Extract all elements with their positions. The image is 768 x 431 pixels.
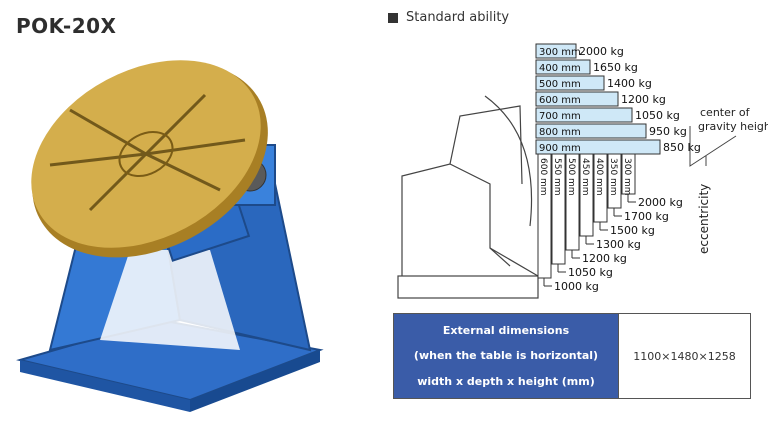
- ecc-value: 300 mm: [622, 158, 632, 196]
- ecc-column: 550 mm 1050 kg: [551, 153, 613, 279]
- height-row: 700 mm 1050 kg: [535, 107, 680, 123]
- ecc-load: 1200 kg: [582, 252, 627, 265]
- height-row: 400 mm 1650 kg: [535, 59, 638, 75]
- height-box: [535, 123, 647, 139]
- section-title: Standard ability: [406, 10, 510, 25]
- external-dimensions-table: External dimensions (when the table is h…: [393, 313, 751, 399]
- height-box: [535, 75, 605, 91]
- dimensions-label-line-3: width x depth x height (mm): [417, 374, 595, 388]
- height-box: [535, 59, 591, 75]
- height-value: 400 mm: [539, 63, 581, 74]
- ecc-value: 400 mm: [594, 158, 604, 196]
- ecc-load: 1000 kg: [554, 280, 599, 293]
- height-load: 1200 kg: [621, 93, 666, 106]
- height-box: [535, 107, 633, 123]
- bullet-square-icon: [388, 12, 398, 23]
- machine-outline: [397, 95, 539, 299]
- dimensions-label-line-2: (when the table is horizontal): [413, 349, 599, 363]
- height-box: [535, 43, 577, 59]
- ecc-load: 2000 kg: [638, 196, 683, 209]
- ecc-value: 350 mm: [608, 158, 618, 196]
- welding-positioner-photo: [16, 60, 324, 412]
- height-value: 900 mm: [539, 143, 581, 154]
- height-row: 900 mm 850 kg: [535, 139, 701, 155]
- ecc-column: 400 mm 1500 kg: [593, 153, 655, 237]
- height-row: 600 mm 1200 kg: [535, 91, 666, 107]
- ecc-column: 450 mm 1300 kg: [579, 153, 641, 251]
- height-load: 1650 kg: [593, 61, 638, 74]
- dimensions-label: External dimensions (when the table is h…: [394, 314, 618, 398]
- ecc-column: 500 mm 1200 kg: [565, 153, 627, 265]
- ecc-value: 450 mm: [580, 158, 590, 196]
- height-load: 1050 kg: [635, 109, 680, 122]
- ecc-column: 300 mm 2000 kg: [621, 153, 683, 209]
- height-value: 300 mm: [539, 47, 581, 58]
- dimensions-value: 1100×1480×1258: [618, 314, 750, 398]
- height-value: 600 mm: [539, 95, 581, 106]
- height-load: 950 kg: [649, 125, 687, 138]
- height-box: [535, 91, 619, 107]
- ecc-load: 1050 kg: [568, 266, 613, 279]
- cog-label-2: gravity height: [698, 120, 768, 133]
- height-value: 500 mm: [539, 79, 581, 90]
- ecc-value: 600 mm: [538, 158, 548, 196]
- ecc-value: 500 mm: [566, 158, 576, 196]
- ecc-load: 1700 kg: [624, 210, 669, 223]
- height-load: 850 kg: [663, 141, 701, 154]
- height-row: 500 mm 1400 kg: [535, 75, 652, 91]
- ecc-load: 1500 kg: [610, 224, 655, 237]
- dimensions-label-line-1: External dimensions: [442, 324, 570, 338]
- cog-label-1: center of: [700, 106, 751, 119]
- ecc-value: 550 mm: [552, 158, 562, 196]
- height-load: 2000 kg: [579, 45, 624, 58]
- ecc-column: 350 mm 1700 kg: [607, 153, 669, 223]
- model-title: POK-20X: [16, 14, 117, 38]
- height-load: 1400 kg: [607, 77, 652, 90]
- height-row: 800 mm 950 kg: [535, 123, 687, 139]
- eccentricity-label: eccentricity: [697, 184, 711, 254]
- height-value: 700 mm: [539, 111, 581, 122]
- ecc-load: 1300 kg: [596, 238, 641, 251]
- height-value: 800 mm: [539, 127, 581, 138]
- height-box: [535, 139, 661, 155]
- section-heading: Standard ability: [388, 10, 509, 25]
